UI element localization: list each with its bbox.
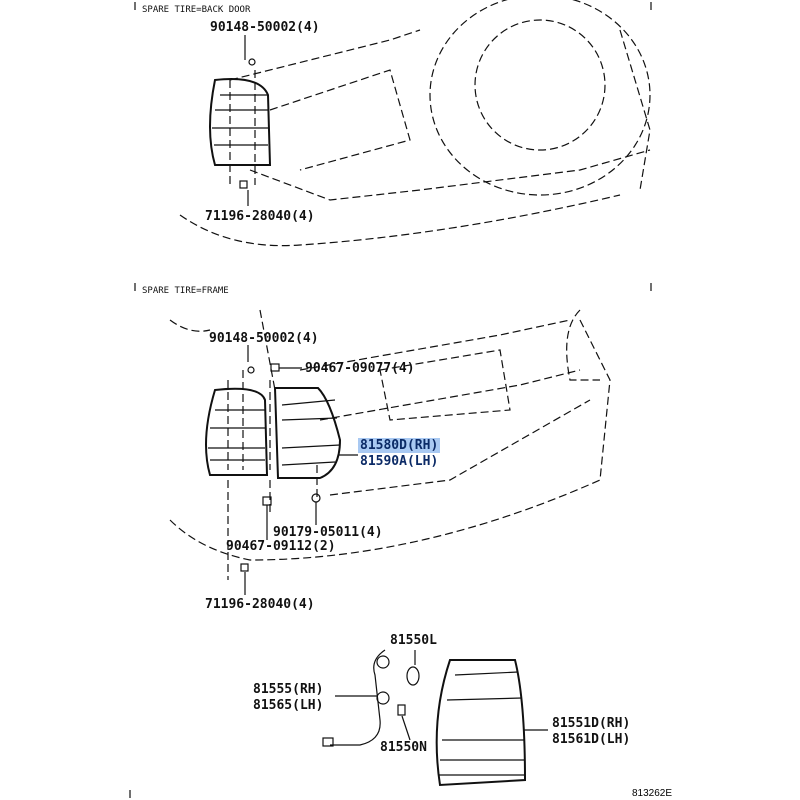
part-label-nut[interactable]: 90467-09077(4) <box>305 361 415 376</box>
part-label-lamp-rh[interactable]: 81580D(RH) <box>358 438 441 453</box>
part-label-lamp-lh[interactable]: 81590A(LH) <box>360 454 439 469</box>
part-label-lens-rh[interactable]: 81551D(RH) <box>552 716 631 731</box>
part-label-bolt-2[interactable]: 90148-50002(4) <box>209 331 319 346</box>
part-label-clip-b[interactable]: 71196-28040(4) <box>205 597 315 612</box>
section-title-back-door: SPARE TIRE=BACK DOOR <box>142 5 251 15</box>
part-label-bolt-1[interactable]: 90148-50002(4) <box>210 20 320 35</box>
part-label-bulb-n[interactable]: 81550N <box>380 740 427 755</box>
part-label-socket-rh[interactable]: 81555(RH) <box>253 682 324 697</box>
highlighted-part-number[interactable]: 81580D(RH) <box>358 438 441 453</box>
part-label-screw[interactable]: 90179-05011(4) <box>273 525 383 540</box>
figure-code: 813262E <box>632 788 673 799</box>
part-label-clip-1[interactable]: 71196-28040(4) <box>205 209 315 224</box>
part-label-bulb-l[interactable]: 81550L <box>390 633 437 648</box>
part-label-socket-lh[interactable]: 81565(LH) <box>253 698 324 713</box>
part-label-clip-a[interactable]: 90467-09112(2) <box>226 539 336 554</box>
section-title-frame: SPARE TIRE=FRAME <box>142 286 229 296</box>
part-label-lens-lh[interactable]: 81561D(LH) <box>552 732 631 747</box>
